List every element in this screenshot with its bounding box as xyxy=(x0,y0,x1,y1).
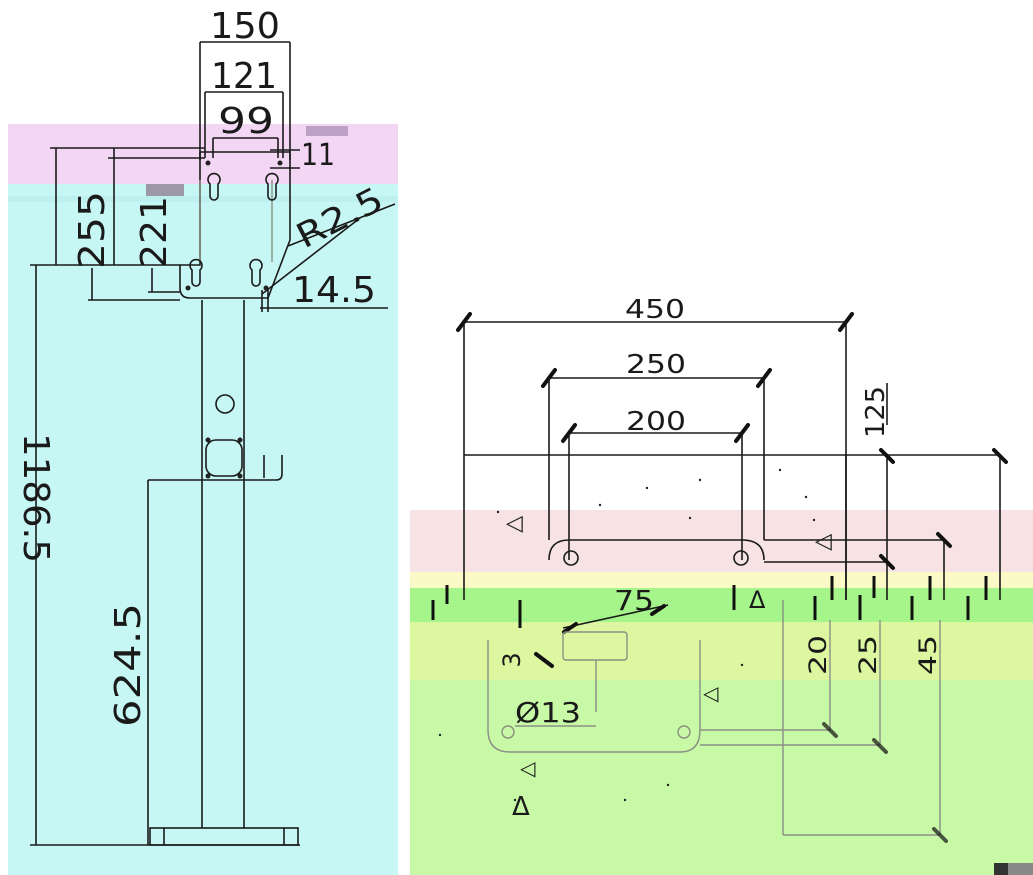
svg-text:◁: ◁ xyxy=(506,511,523,536)
dim-20: 20 xyxy=(804,635,832,675)
dim-450: 450 xyxy=(625,295,685,325)
dim-255: 255 xyxy=(72,191,113,269)
dim-121: 121 xyxy=(211,56,277,97)
dim-1186-5: 1186.5 xyxy=(15,433,56,563)
svg-text:Δ: Δ xyxy=(512,792,530,822)
triangle-mark: Δ xyxy=(749,586,766,614)
mount-hole-lower-left xyxy=(501,725,515,739)
svg-text:◁: ◁ xyxy=(815,529,832,554)
dim-45: 45 xyxy=(914,635,942,675)
mount-hole-left xyxy=(563,550,579,566)
dim-hole-dia: Ø13 xyxy=(515,696,581,729)
band-strip xyxy=(8,196,398,202)
artifact-mark xyxy=(306,126,348,136)
band-ticks xyxy=(431,576,988,628)
dim-11: 11 xyxy=(301,138,335,173)
dim-99: 99 xyxy=(218,101,274,142)
speckle-dots xyxy=(438,468,816,802)
column-hole xyxy=(215,394,235,414)
svg-text:◁: ◁ xyxy=(519,756,536,780)
column-box xyxy=(205,437,243,479)
band-green xyxy=(410,588,1033,622)
mount-hole-right xyxy=(733,550,749,566)
band-light xyxy=(410,680,1033,875)
artifact-mark-left xyxy=(146,184,184,196)
band-lime xyxy=(410,622,1033,680)
band-main xyxy=(8,184,398,875)
dim-14-5: 14.5 xyxy=(292,270,376,311)
band-yellow xyxy=(410,572,1033,592)
dim-250: 250 xyxy=(626,350,686,380)
dim-150: 150 xyxy=(210,6,280,47)
dim-25: 25 xyxy=(854,635,882,675)
base-view: 450 250 200 125 ◁ ◁ Δ ◁ xyxy=(410,295,1033,875)
stand-foot xyxy=(149,827,299,846)
dim-125: 125 xyxy=(861,386,891,438)
hook xyxy=(244,455,283,481)
stand-view: 150 121 99 11 255 221 xyxy=(8,6,398,875)
dim-221: 221 xyxy=(134,196,175,268)
svg-text:◁: ◁ xyxy=(702,681,719,705)
mount-hole-lower-right xyxy=(677,725,691,739)
dim-75: 75 xyxy=(614,584,654,617)
dim-3: 3 xyxy=(498,652,526,667)
dim-200: 200 xyxy=(626,407,686,437)
dim-624-5: 624.5 xyxy=(108,603,149,727)
